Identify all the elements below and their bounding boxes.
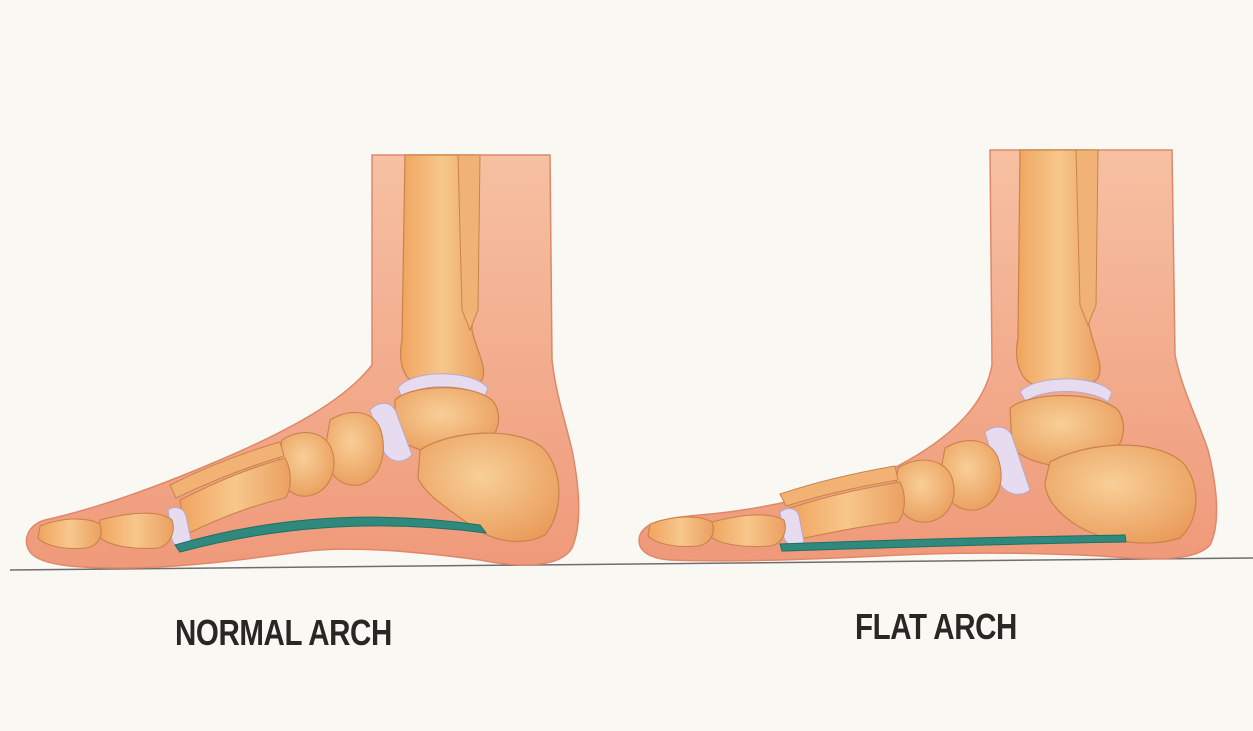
normal-midfoot-bone-1	[325, 412, 383, 485]
flat-arch-foot	[639, 150, 1216, 561]
normal-phalanx-1	[98, 513, 173, 548]
flat-phalanx-1	[710, 515, 785, 547]
flat-phalanx-2	[648, 517, 713, 547]
normal-arch-foot	[26, 155, 578, 568]
normal-arch-label: NORMAL ARCH	[175, 612, 392, 654]
normal-phalanx-2	[38, 519, 101, 549]
flat-arch-label: FLAT ARCH	[855, 606, 1017, 648]
